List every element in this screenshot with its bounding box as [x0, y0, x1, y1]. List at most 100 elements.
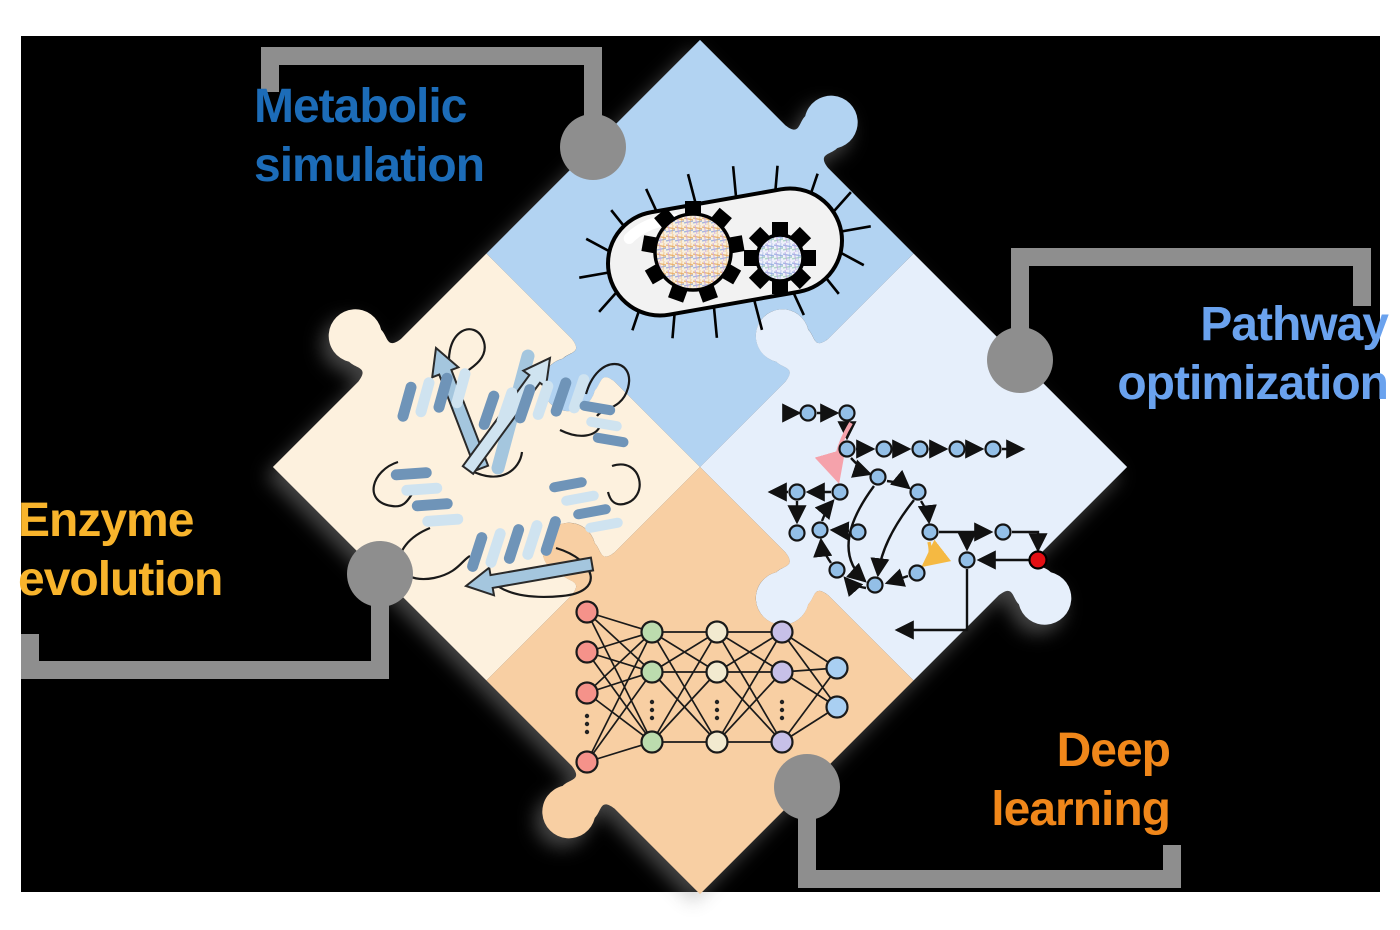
pathway-node — [788, 483, 806, 501]
gear-disc — [653, 212, 733, 292]
label-enzyme-evolution: Enzyme evolution — [18, 492, 223, 609]
nn-ellipsis-dot — [779, 715, 785, 721]
pathway-node — [788, 524, 806, 542]
bacterium-pilus — [753, 300, 764, 331]
gear-tooth — [801, 250, 816, 266]
helix-coil — [397, 381, 417, 422]
nn-ellipsis-dot — [714, 707, 720, 713]
gear-disc — [755, 233, 805, 283]
nn-edge — [586, 631, 653, 763]
nn-node — [575, 640, 599, 664]
nn-node — [575, 750, 599, 774]
small-gear — [744, 222, 816, 294]
pathway-feedback-arrow-pink — [814, 421, 853, 484]
nn-node — [770, 660, 794, 684]
helix-coil — [415, 377, 435, 418]
piece-illustrations — [372, 165, 1048, 774]
helix-coil — [568, 374, 590, 414]
gear-tooth — [789, 267, 812, 290]
helix-coil — [390, 467, 432, 481]
nn-node — [770, 620, 794, 644]
pathway-arrow — [917, 500, 937, 525]
nn-node — [705, 730, 729, 754]
nn-ellipsis-dot — [649, 715, 655, 721]
nn-node — [575, 681, 599, 705]
helix-coil — [411, 498, 453, 512]
nn-node — [825, 656, 849, 680]
neural-network-illustration — [575, 600, 849, 774]
gear-tooth — [710, 207, 732, 230]
pathway-node — [948, 440, 966, 458]
nn-edge — [716, 631, 783, 743]
helix-coil — [478, 390, 500, 430]
helix-coil — [433, 372, 453, 413]
connector-knob — [987, 327, 1053, 393]
pathway-node — [869, 468, 887, 486]
protein-loop — [447, 328, 486, 383]
helix-coil — [585, 517, 623, 533]
connector-knob — [774, 754, 840, 820]
pathway-node — [811, 521, 829, 539]
connector-metabolic — [261, 47, 602, 147]
helix-coil — [422, 513, 464, 527]
nn-ellipsis-dot — [779, 699, 785, 705]
bacterium-pilus — [840, 225, 871, 233]
nn-node — [640, 620, 664, 644]
bacterium-pilus — [712, 307, 719, 338]
label-line: evolution — [18, 552, 223, 606]
pathway-arrow — [1012, 530, 1048, 553]
nn-node — [705, 620, 729, 644]
protein-loop — [606, 463, 641, 506]
pathway-node — [958, 551, 976, 569]
label-line: optimization — [1117, 356, 1389, 410]
nn-edge — [716, 671, 783, 743]
pathway-node — [909, 483, 927, 501]
protein-loop — [469, 451, 524, 478]
pathway-node — [921, 523, 939, 541]
pathway-node — [838, 404, 856, 422]
nn-ellipsis-dot — [584, 729, 590, 735]
label-deep-learning: Deep learning — [991, 722, 1171, 839]
nn-edge — [586, 631, 653, 694]
pathway-network-illustration — [767, 403, 1048, 640]
label-line: Metabolic — [254, 80, 467, 133]
pathway-arrow — [813, 537, 833, 564]
label-pathway-optimization: Pathway optimization — [1117, 296, 1389, 413]
helix-coil — [522, 520, 543, 560]
helix-coil — [485, 528, 506, 568]
pathway-node — [838, 440, 856, 458]
bacterium-pilus — [686, 173, 697, 204]
gear-tooth — [748, 226, 771, 249]
helix-coil — [532, 380, 554, 420]
nn-ellipsis-dot — [714, 715, 720, 721]
nn-edge — [651, 631, 718, 743]
helix-coil — [549, 477, 587, 493]
protein-loop — [372, 460, 413, 508]
nn-ellipsis-dot — [584, 713, 590, 719]
pathway-arrow — [814, 499, 835, 522]
connector-enzyme — [21, 574, 389, 679]
bacterium-illustration — [579, 165, 871, 339]
connector-knob — [560, 114, 626, 180]
nn-node — [640, 730, 664, 754]
helix-coil — [401, 482, 443, 496]
label-connectors — [21, 47, 1371, 888]
helix-coil — [592, 432, 629, 448]
nn-edge — [586, 611, 653, 743]
pathway-node — [984, 440, 1002, 458]
pathway-arrow — [843, 576, 867, 597]
nn-ellipsis-dot — [714, 699, 720, 705]
protein-loop — [398, 526, 471, 581]
gear-tooth — [685, 201, 701, 216]
nn-node — [825, 695, 849, 719]
pathway-node — [799, 404, 817, 422]
gear-tooth — [654, 207, 676, 230]
helix-coil — [451, 368, 471, 409]
bacterium-pilus — [579, 271, 610, 279]
label-metabolic-simulation: Metabolic simulation — [254, 78, 485, 195]
nn-edge — [586, 671, 653, 763]
bacterium-pilus — [731, 166, 738, 197]
helix-coil — [503, 524, 525, 564]
pathway-arrow — [846, 485, 875, 583]
